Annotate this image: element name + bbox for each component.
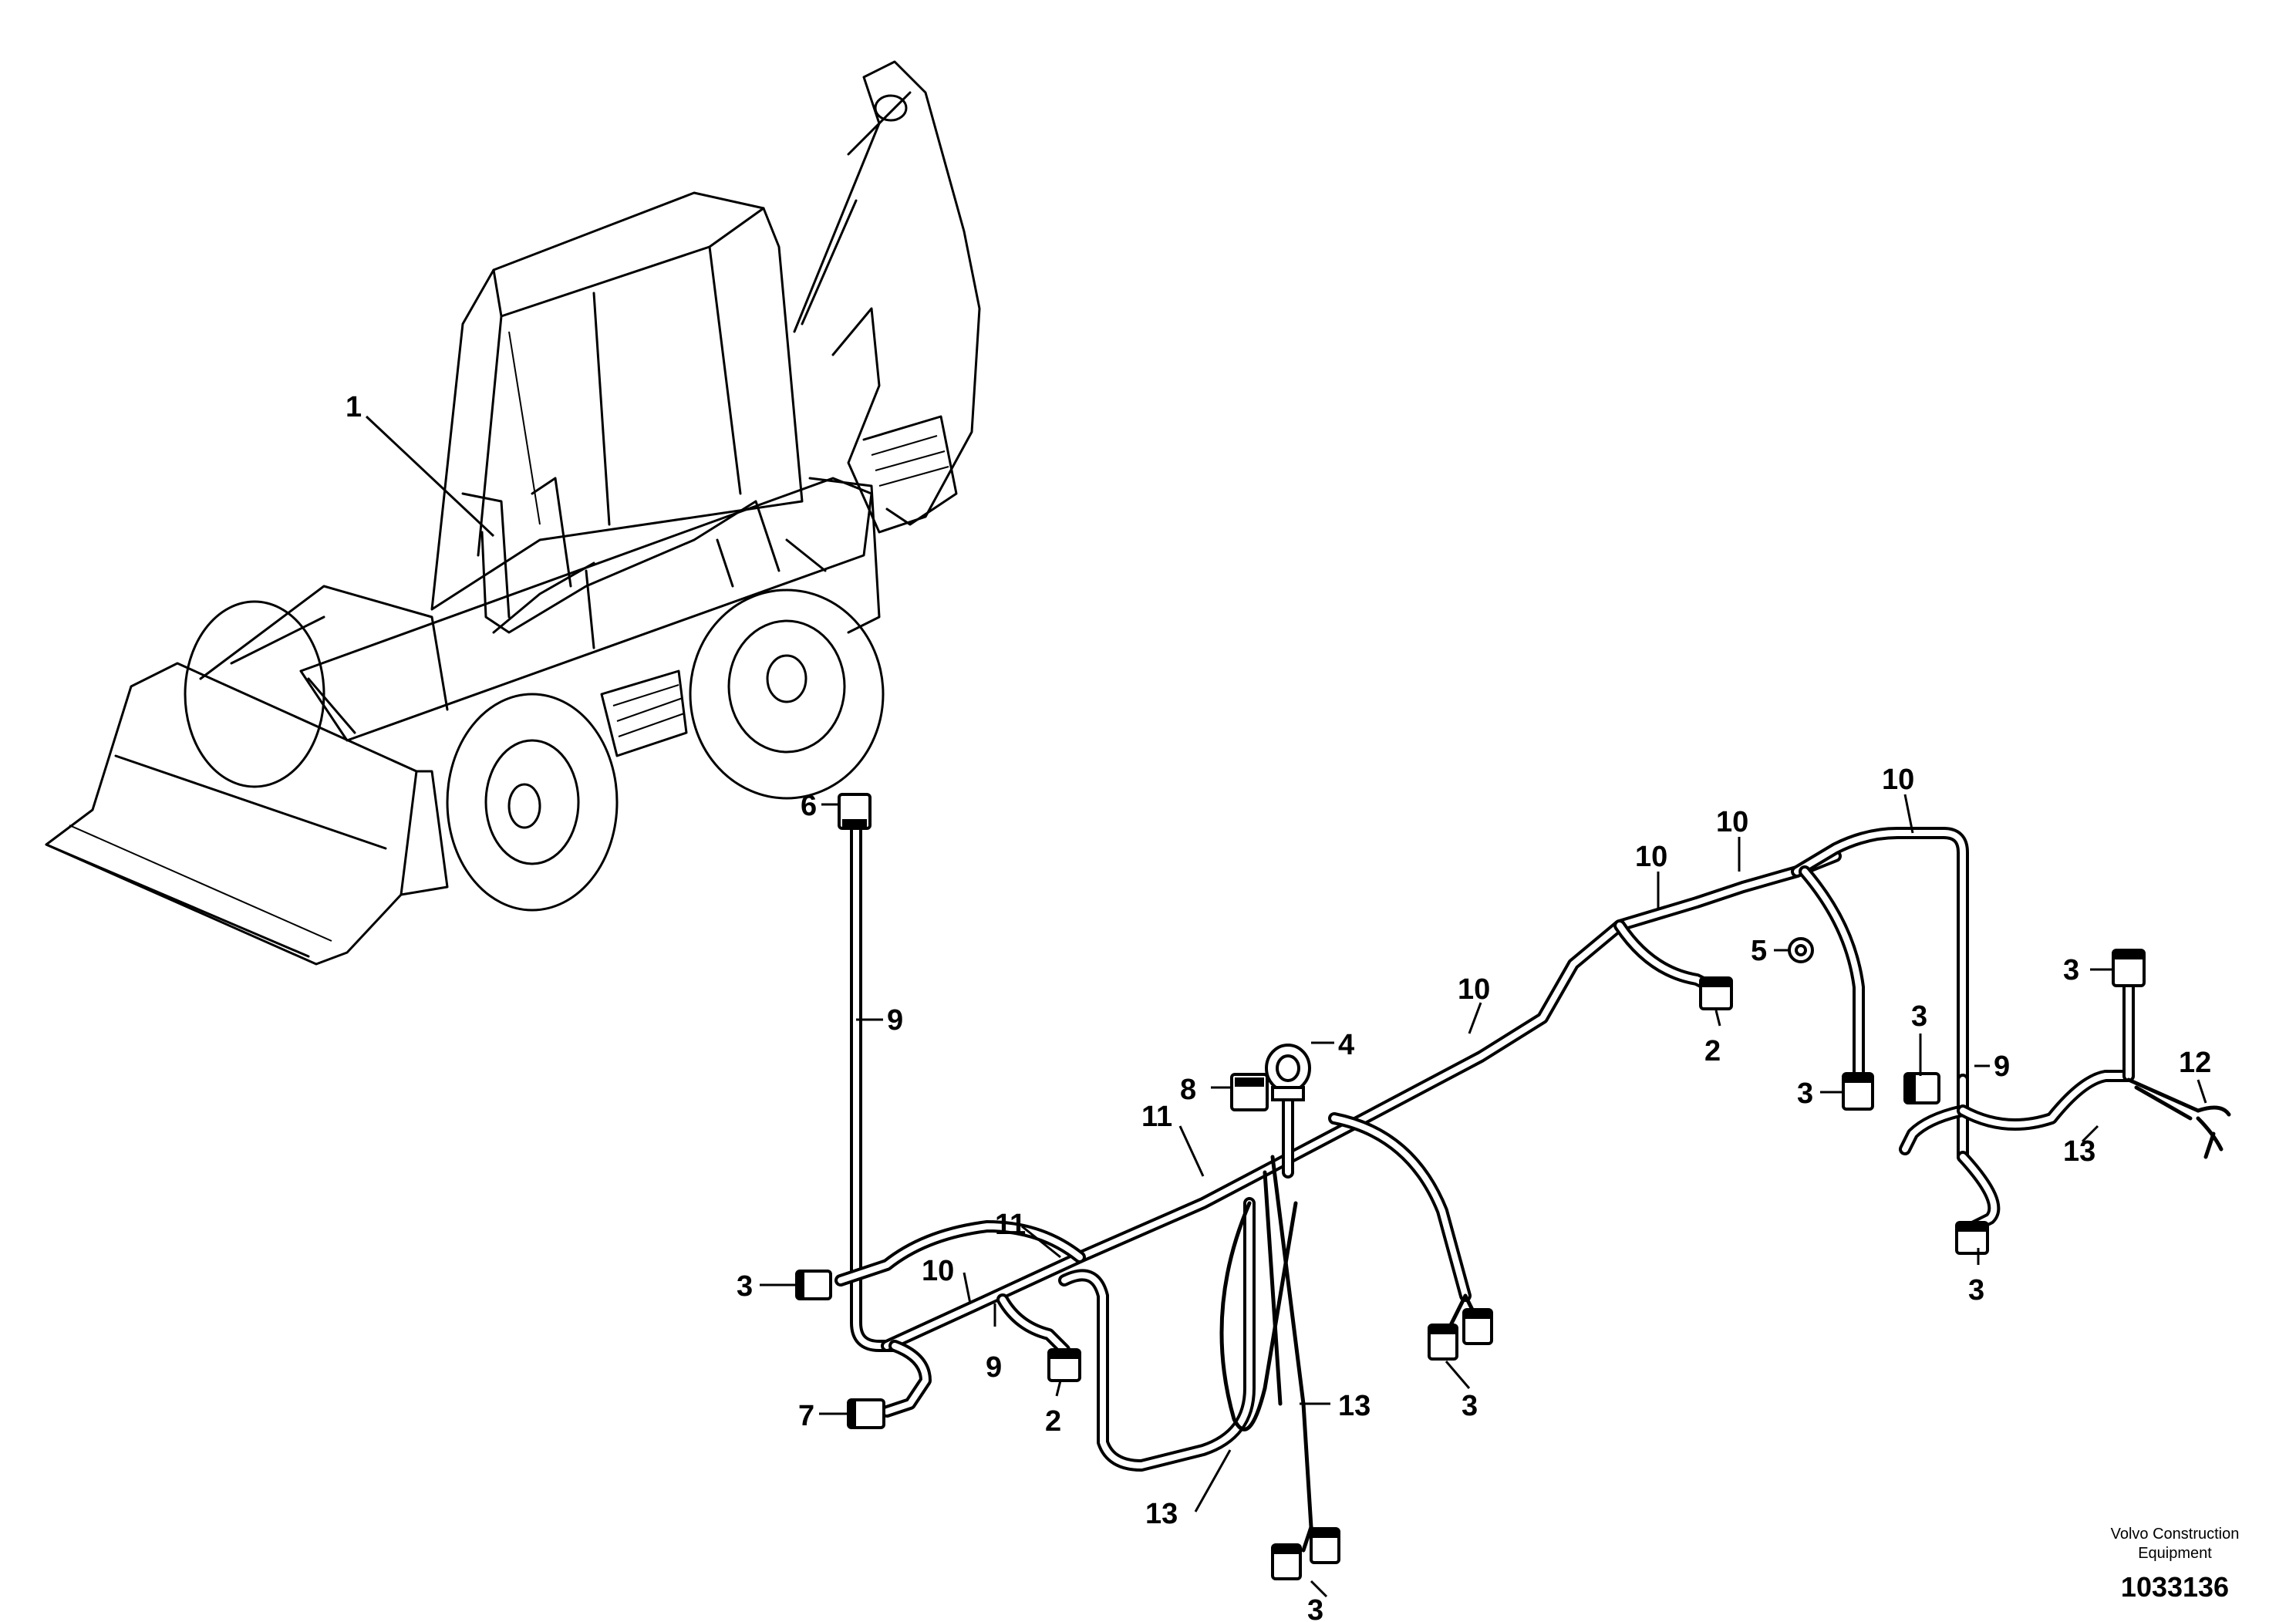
connector-3-far-right: [2112, 949, 2146, 987]
connector-3-right-c: [1955, 1221, 1989, 1255]
harness-cables: [834, 819, 2231, 1553]
callout-11-lower: 11: [995, 1209, 1026, 1241]
callout-8: 8: [1180, 1074, 1196, 1106]
connectors: [795, 793, 2146, 1580]
connector-3-middle-b: [1462, 1308, 1493, 1345]
callout-5: 5: [1751, 935, 1767, 967]
callout-13-right: 13: [2063, 1135, 2095, 1168]
callout-7: 7: [798, 1400, 814, 1432]
connector-3-right-a: [1842, 1072, 1874, 1111]
brand-line-2: Equipment: [2138, 1545, 2212, 1562]
callout-13-lower: 13: [1145, 1498, 1178, 1530]
callout-11-upper: 11: [1141, 1101, 1172, 1133]
grommet-5: [1788, 937, 1814, 963]
callout-3-middle: 3: [1462, 1390, 1478, 1422]
callout-3-left: 3: [737, 1270, 753, 1303]
callout-9-lower: 9: [986, 1351, 1002, 1384]
connector-3-bottom-a: [1271, 1543, 1302, 1580]
callout-13-middle: 13: [1338, 1390, 1371, 1422]
callout-3-right-a: 3: [1797, 1077, 1813, 1110]
callout-1: 1: [346, 391, 362, 423]
callout-10-lower-left: 10: [922, 1255, 954, 1287]
callout-4: 4: [1338, 1029, 1354, 1061]
connector-3-left: [795, 1270, 832, 1300]
document-number: 1033136: [2121, 1571, 2229, 1603]
connector-3-middle-a: [1428, 1324, 1458, 1361]
callout-12: 12: [2179, 1047, 2211, 1079]
callout-3-far-right: 3: [2063, 954, 2079, 986]
connector-6: [838, 793, 872, 830]
callout-3-bottom: 3: [1307, 1594, 1323, 1622]
connector-3-right-b: [1903, 1072, 1940, 1104]
brand-line-1: Volvo Construction: [2111, 1526, 2240, 1543]
callout-6: 6: [801, 790, 817, 822]
callout-10-middle: 10: [1458, 973, 1490, 1006]
connector-3-bottom-b: [1310, 1527, 1340, 1564]
callout-3-right-c: 3: [1968, 1274, 1984, 1307]
backhoe-loader-icon: [45, 60, 981, 966]
connector-2-upper: [1699, 976, 1733, 1010]
callout-10-top: 10: [1882, 764, 1914, 796]
connector-8: [1230, 1073, 1269, 1111]
callouts: 1 6 9 3 7 10 9 2 11 11 8 4 13 13 3 3 10 …: [346, 391, 2211, 1622]
callout-9-left: 9: [887, 1004, 903, 1037]
callout-9-right: 9: [1994, 1050, 2010, 1083]
connector-7: [847, 1398, 885, 1429]
callout-2-lower: 2: [1045, 1405, 1061, 1438]
callout-3-right-b: 3: [1911, 1000, 1927, 1033]
callout-2-upper: 2: [1704, 1035, 1721, 1067]
leader-lines: [365, 415, 2207, 1598]
grommet-icon: [1265, 1044, 1311, 1101]
callout-10-upper-b: 10: [1716, 806, 1748, 838]
connector-2-lower: [1047, 1348, 1081, 1382]
callout-10-upper-a: 10: [1635, 841, 1667, 873]
footer: Volvo Construction Equipment 1033136: [2111, 1526, 2240, 1603]
